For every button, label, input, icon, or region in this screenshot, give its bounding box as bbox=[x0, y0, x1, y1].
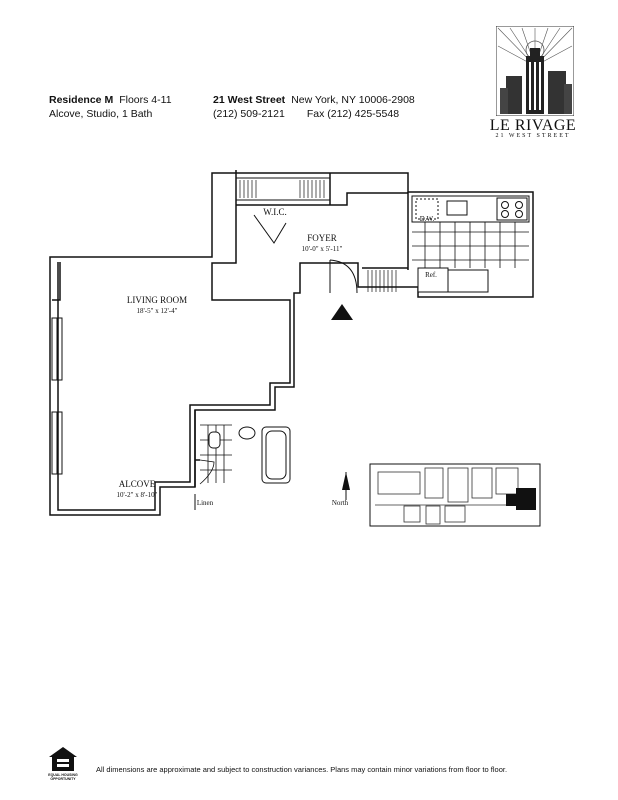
street: 21 West Street bbox=[213, 94, 286, 106]
eho-line2: OPPORTUNITY bbox=[50, 777, 76, 781]
north-label: North bbox=[332, 499, 349, 507]
logo-name: LE RIVAGE bbox=[489, 117, 577, 134]
window bbox=[51, 317, 63, 475]
logo-subtitle: 21 WEST STREET bbox=[495, 133, 571, 139]
disclaimer: All dimensions are approximate and subje… bbox=[96, 765, 508, 774]
closet-rod bbox=[239, 180, 325, 198]
linen-label: Linen bbox=[197, 499, 214, 507]
key-plan: North bbox=[332, 463, 541, 527]
unit-info: Residence M Floors 4-11 Alcove, Studio, 1… bbox=[49, 93, 172, 121]
alcove-dims: 10'-2" x 8'-10" bbox=[117, 491, 158, 499]
living-room-dims: 18'-5" x 12'-4" bbox=[137, 307, 178, 315]
address-block: 21 West Street New York, NY 10006-2908 (2… bbox=[213, 93, 415, 121]
entry-door bbox=[329, 259, 358, 294]
alcove-label: ALCOVE bbox=[119, 479, 156, 489]
building-logo bbox=[496, 26, 574, 116]
entry-arrow bbox=[331, 304, 353, 320]
city: New York, NY 10006-2908 bbox=[291, 94, 415, 106]
foyer-label: FOYER bbox=[307, 233, 337, 243]
unit-type: Alcove, Studio, 1 Bath bbox=[49, 108, 153, 120]
floors: Floors 4-11 bbox=[119, 94, 172, 106]
refrigerator-label: Ref. bbox=[425, 271, 437, 279]
dishwasher-label: D.W. bbox=[420, 215, 435, 223]
fax: Fax (212) 425-5548 bbox=[306, 108, 400, 120]
phone: (212) 509-2121 bbox=[213, 108, 285, 120]
wic-label: W.I.C. bbox=[263, 207, 286, 217]
equal-housing-text: EQUAL HOUSING OPPORTUNITY bbox=[42, 773, 84, 781]
kitchen-tile bbox=[412, 222, 529, 268]
equal-housing-icon bbox=[49, 747, 77, 771]
residence-name: Residence M bbox=[49, 94, 114, 106]
foyer-dims: 10'-0" x 5'-11" bbox=[302, 245, 343, 253]
living-room-label: LIVING ROOM bbox=[127, 295, 187, 305]
outer-wall bbox=[49, 172, 534, 516]
eho-line1: EQUAL HOUSING bbox=[48, 773, 78, 777]
